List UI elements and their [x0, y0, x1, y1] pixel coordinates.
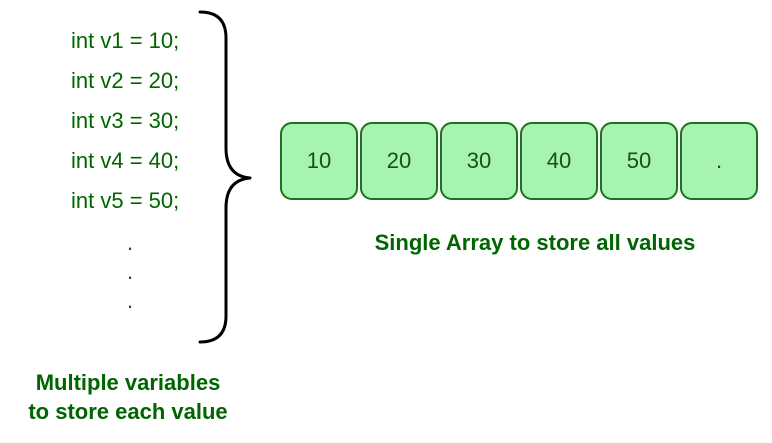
variables-caption-line1: Multiple variables: [35, 370, 221, 395]
array-cell: 10: [280, 122, 358, 200]
array-cells: 10 20 30 40 50 .: [280, 122, 760, 200]
declaration-v3: int v3 = 30;: [71, 108, 180, 133]
curly-brace-icon: [198, 10, 252, 344]
declaration-v5: int v5 = 50;: [71, 188, 180, 213]
declaration-v1: int v1 = 10;: [71, 28, 180, 53]
array-cell: 50: [600, 122, 678, 200]
array-caption: Single Array to store all values: [374, 230, 696, 255]
declaration-v2: int v2 = 20;: [71, 68, 180, 93]
ellipsis-dot: .: [127, 259, 134, 284]
variables-caption: Multiple variables to store each value: [0, 368, 256, 426]
ellipsis-dot: .: [127, 288, 134, 313]
declaration-v4: int v4 = 40;: [71, 148, 180, 173]
array-cell: .: [680, 122, 758, 200]
ellipsis-dot: .: [127, 230, 134, 255]
array-cell: 40: [520, 122, 598, 200]
variables-caption-line2: to store each value: [28, 399, 228, 424]
array-cell: 20: [360, 122, 438, 200]
array-cell: 30: [440, 122, 518, 200]
